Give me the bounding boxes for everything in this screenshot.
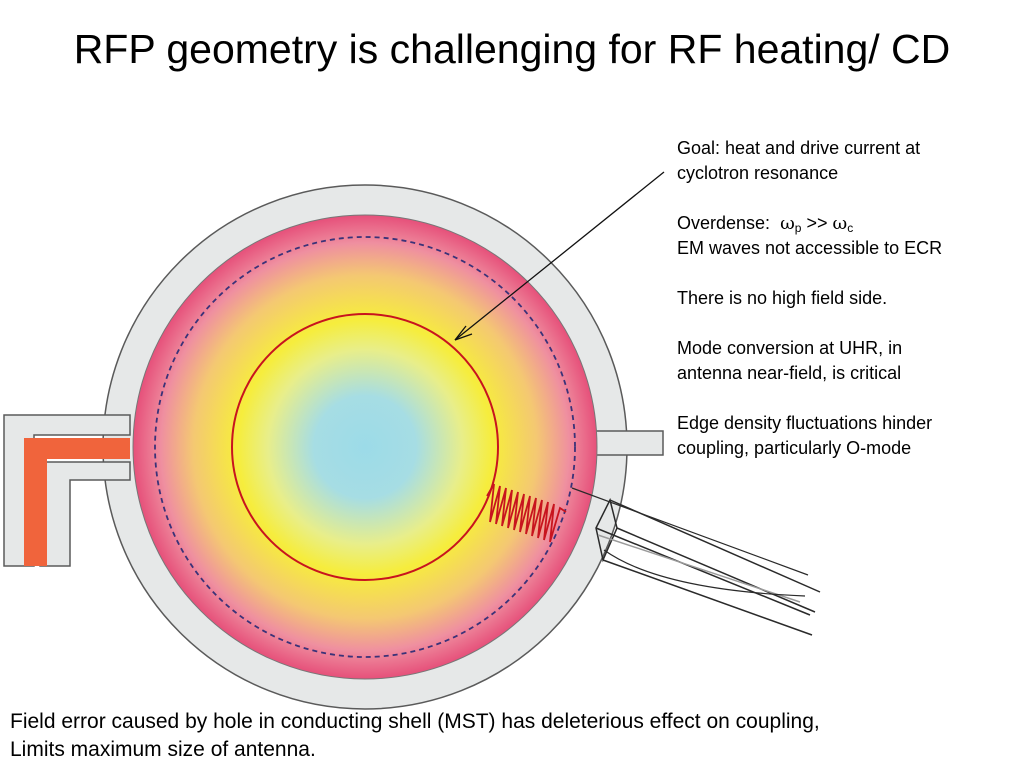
- overdense-note: Overdense: ωp >> ωc EM waves not accessi…: [677, 211, 1022, 261]
- goal-note: Goal: heat and drive current at cyclotro…: [677, 136, 1022, 186]
- edge-line-2: coupling, particularly O-mode: [677, 438, 912, 458]
- footer-line-1: Field error caused by hole in conducting…: [10, 710, 820, 733]
- goal-line-1: Goal: heat and drive current at: [677, 138, 921, 158]
- left-port: [3, 414, 131, 567]
- notes-panel: Goal: heat and drive current at cyclotro…: [677, 136, 1022, 486]
- dashed-boundary: [154, 236, 576, 658]
- overdense-label: Overdense:: [677, 213, 771, 233]
- cyclotron-resonance-circle: [231, 313, 499, 581]
- pointer-arrow: [454, 171, 665, 341]
- no-high-field-line: There is no high field side.: [677, 288, 888, 308]
- mode-line-2: antenna near-field, is critical: [677, 363, 902, 383]
- footer-line-2: Limits maximum size of antenna.: [10, 738, 316, 761]
- slide-title: RFP geometry is challenging for RF heati…: [73, 26, 951, 72]
- goal-line-2: cyclotron resonance: [677, 163, 839, 183]
- omega-p-subscript: p: [794, 221, 802, 235]
- orange-conductor: [24, 438, 130, 566]
- plasma-column: [132, 214, 598, 680]
- antenna-waveguide: [571, 487, 821, 636]
- footer-caption: Field error caused by hole in conducting…: [10, 708, 1020, 764]
- overdense-line: Overdense: ωp >> ωc: [677, 211, 1022, 236]
- high-field-note: There is no high field side.: [677, 286, 1022, 311]
- omega-p-symbol: ω: [780, 213, 795, 234]
- omega-c-symbol: ω: [832, 213, 848, 234]
- much-greater-sign: >>: [806, 213, 828, 233]
- em-waves-line: EM waves not accessible to ECR: [677, 238, 943, 258]
- mode-line-1: Mode conversion at UHR, in: [677, 338, 903, 358]
- edge-line-1: Edge density fluctuations hinder: [677, 413, 933, 433]
- edge-density-note: Edge density fluctuations hinder couplin…: [677, 411, 1022, 461]
- wave-coil: [486, 483, 567, 543]
- mode-conversion-note: Mode conversion at UHR, in antenna near-…: [677, 336, 1022, 386]
- omega-c-subscript: c: [847, 221, 854, 235]
- right-port: [594, 430, 664, 456]
